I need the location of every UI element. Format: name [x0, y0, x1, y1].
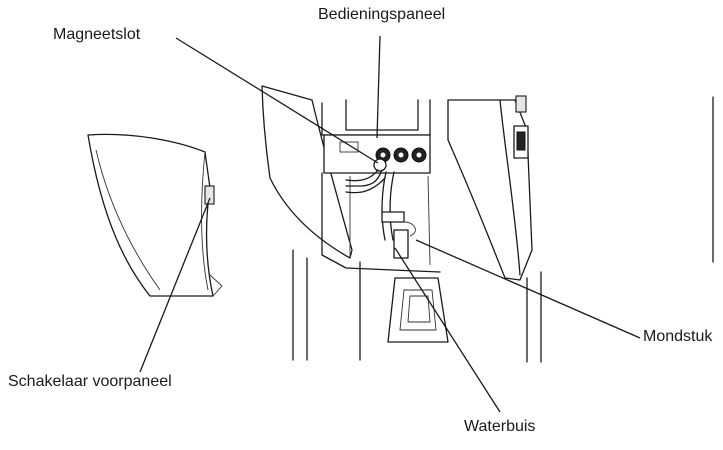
front-panel-removed: [87, 133, 223, 297]
main-housing: [261, 85, 542, 363]
right-side-panel: [447, 95, 533, 281]
label-mondstuk: Mondstuk: [643, 328, 713, 345]
label-bedieningspaneel: Bedieningspaneel: [318, 6, 446, 23]
label-waterbuis: Waterbuis: [464, 418, 536, 435]
label-schakelaar-voorpaneel: Schakelaar voorpaneel: [8, 373, 172, 390]
leader-lines: [139, 35, 641, 413]
label-magneetslot: Magneetslot: [53, 26, 141, 43]
